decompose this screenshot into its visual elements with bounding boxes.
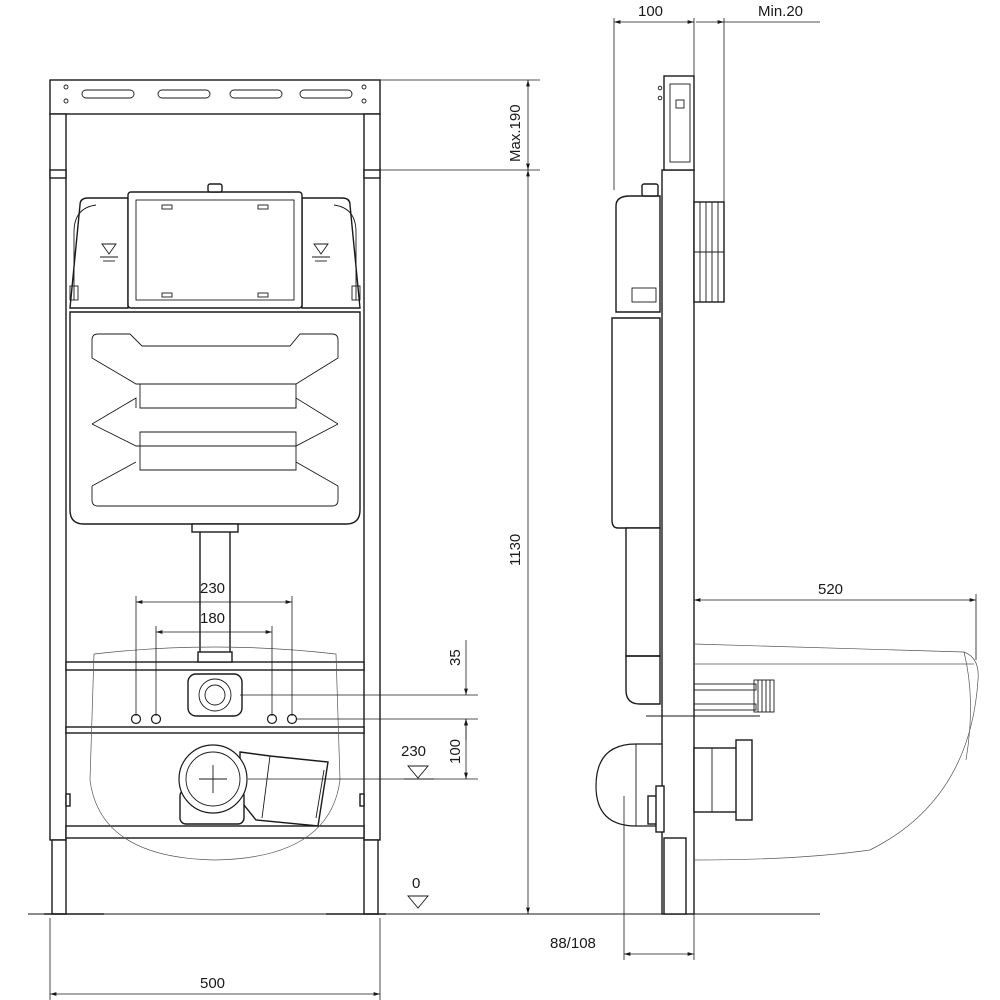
side-cistern: [615, 195, 661, 313]
dim-35-label: 35: [447, 649, 464, 666]
dimension-35: 35: [240, 640, 478, 740]
level-0-label: 0: [412, 875, 420, 892]
dimension-frame-depth: 100: [613, 3, 695, 190]
left-frame-post: [49, 113, 67, 841]
valve-cap: [207, 183, 223, 193]
bowl-outline-front: [89, 646, 341, 861]
left-foot: [51, 839, 67, 915]
side-flush-pipe: [693, 739, 753, 821]
cistern-ribs: [91, 333, 339, 507]
bottom-crossbar: [65, 825, 365, 839]
dim-min-wall-label: Min.20: [758, 3, 803, 20]
dimension-100: 100: [248, 718, 478, 780]
dim-frame-depth-label: 100: [638, 3, 663, 20]
level-0: 0: [407, 875, 429, 909]
dimension-inner-spacing: 180: [155, 610, 273, 716]
level-230-label: 230: [401, 743, 426, 760]
top-mounting-plate: [49, 79, 381, 115]
right-foot: [363, 839, 379, 915]
dim-bowl-label: 520: [818, 581, 843, 598]
dim-100-label: 100: [447, 739, 464, 764]
plate-slots: [63, 84, 367, 104]
mounting-rail-upper: [65, 661, 365, 671]
side-top-plate: [663, 75, 695, 171]
dimension-outer-spacing: 230: [135, 580, 293, 716]
side-fixing-studs: [646, 679, 775, 717]
level-230: 230: [401, 743, 434, 780]
side-frame-post: [661, 169, 695, 915]
valve-symbol-right: [312, 243, 330, 262]
dim-inner-label: 180: [200, 610, 225, 627]
dim-height-label: 1130: [507, 534, 524, 566]
dimension-bowl-projection: 520: [694, 581, 977, 660]
dim-outlet-label: 88/108: [550, 935, 596, 952]
mounting-rail-lower: [65, 726, 365, 734]
dimension-width: 500: [49, 918, 381, 1000]
side-waste-bend: [595, 743, 665, 833]
flush-connector: [187, 673, 243, 717]
dimension-max-top: Max.190: [380, 79, 540, 170]
cistern-body: [69, 311, 361, 525]
actuator-sleeve: [693, 201, 725, 303]
dim-outer-label: 230: [200, 580, 225, 597]
actuator-frame: [127, 191, 303, 309]
front-view: 500 1130 Max.190 230 180: [44, 79, 820, 1000]
right-frame-post: [363, 113, 381, 841]
dim-max-label: Max.190: [507, 104, 524, 162]
dimension-min-wall: Min.20: [696, 3, 820, 202]
valve-symbol-left: [100, 243, 118, 262]
side-bowl-outline: [693, 643, 979, 861]
side-view: 100 Min.20 520 88/108: [550, 3, 979, 960]
dim-width-label: 500: [200, 975, 225, 992]
dimension-outlet: 88/108: [550, 796, 695, 960]
waste-outlet: [178, 744, 329, 827]
